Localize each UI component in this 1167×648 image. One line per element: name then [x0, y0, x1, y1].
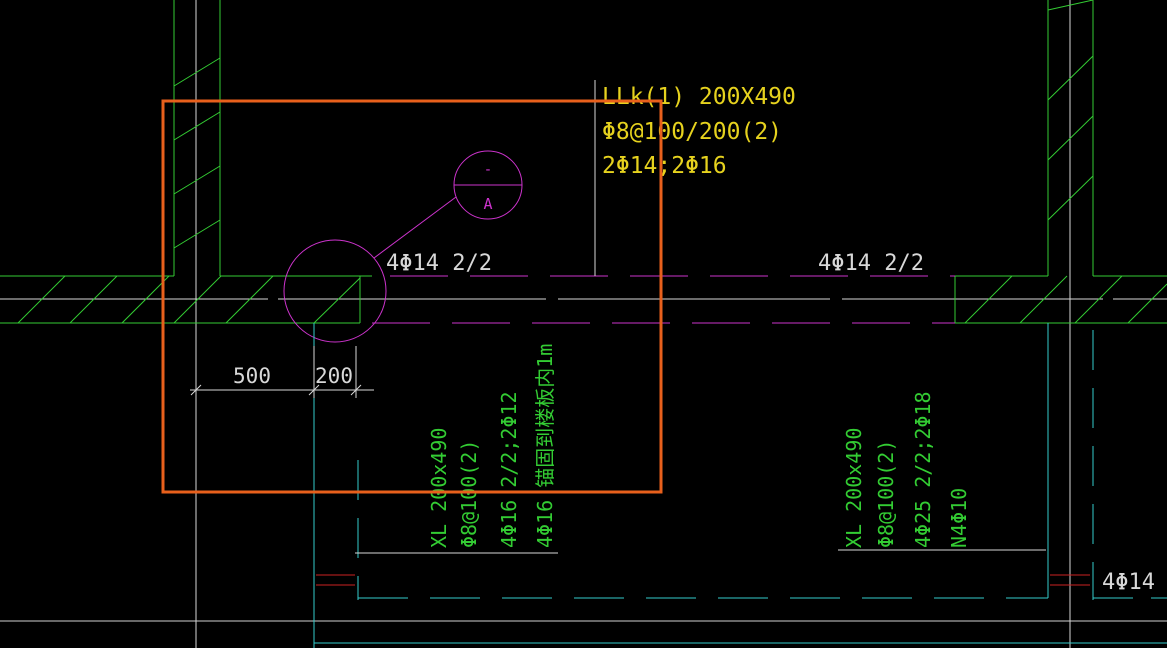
top-bar-label-left: 4Φ14 2/2	[386, 251, 492, 276]
xl2-line4: N4Φ10	[947, 488, 971, 548]
dim-label-500: 500	[233, 364, 271, 388]
column-circle	[283, 239, 387, 343]
xl2-line2: Φ8@100(2)	[874, 440, 898, 548]
top-bar-label-right: 4Φ14 2/2	[818, 251, 924, 276]
wall-hatching	[17, 0, 1167, 324]
xl2-line1: XL 200x490	[842, 428, 866, 548]
xl1-line1: XL 200x490	[427, 428, 451, 548]
beam-xl2-label: XL 200x490 Φ8@100(2) 4Φ25 2/2;2Φ18 N4Φ10	[842, 391, 971, 548]
section-mark-top: -	[484, 162, 492, 178]
wall-outlines	[0, 0, 1167, 324]
section-mark-bottom: A	[483, 195, 492, 213]
section-marker-group	[283, 150, 523, 343]
xl1-line3: 4Φ16 2/2;2Φ12	[497, 391, 521, 548]
beam-xl1-label: XL 200x490 Φ8@100(2) 4Φ16 2/2;2Φ12 4Φ16 …	[427, 344, 557, 548]
llk-stirrup: Φ8@100/200(2)	[602, 119, 782, 145]
dim-label-200: 200	[315, 364, 353, 388]
llk-bars: 2Φ14;2Φ16	[602, 153, 727, 179]
xl1-line2: Φ8@100(2)	[457, 440, 481, 548]
beam-gap-marks	[268, 296, 1113, 302]
bottom-right-bar-label: 4Φ14	[1102, 570, 1155, 595]
highlight-selection-box[interactable]	[161, 99, 663, 494]
xl1-line4: 4Φ16 锚固到楼板内1m	[533, 344, 557, 548]
beam-dash-lines	[372, 275, 955, 324]
llk-title: LLk(1) 200X490	[602, 84, 796, 110]
leader-line	[373, 196, 457, 259]
cyan-structure-lines	[313, 323, 1167, 648]
dimension-lines	[190, 346, 374, 398]
xl2-line3: 4Φ25 2/2;2Φ18	[911, 391, 935, 548]
red-marks	[316, 574, 1090, 586]
